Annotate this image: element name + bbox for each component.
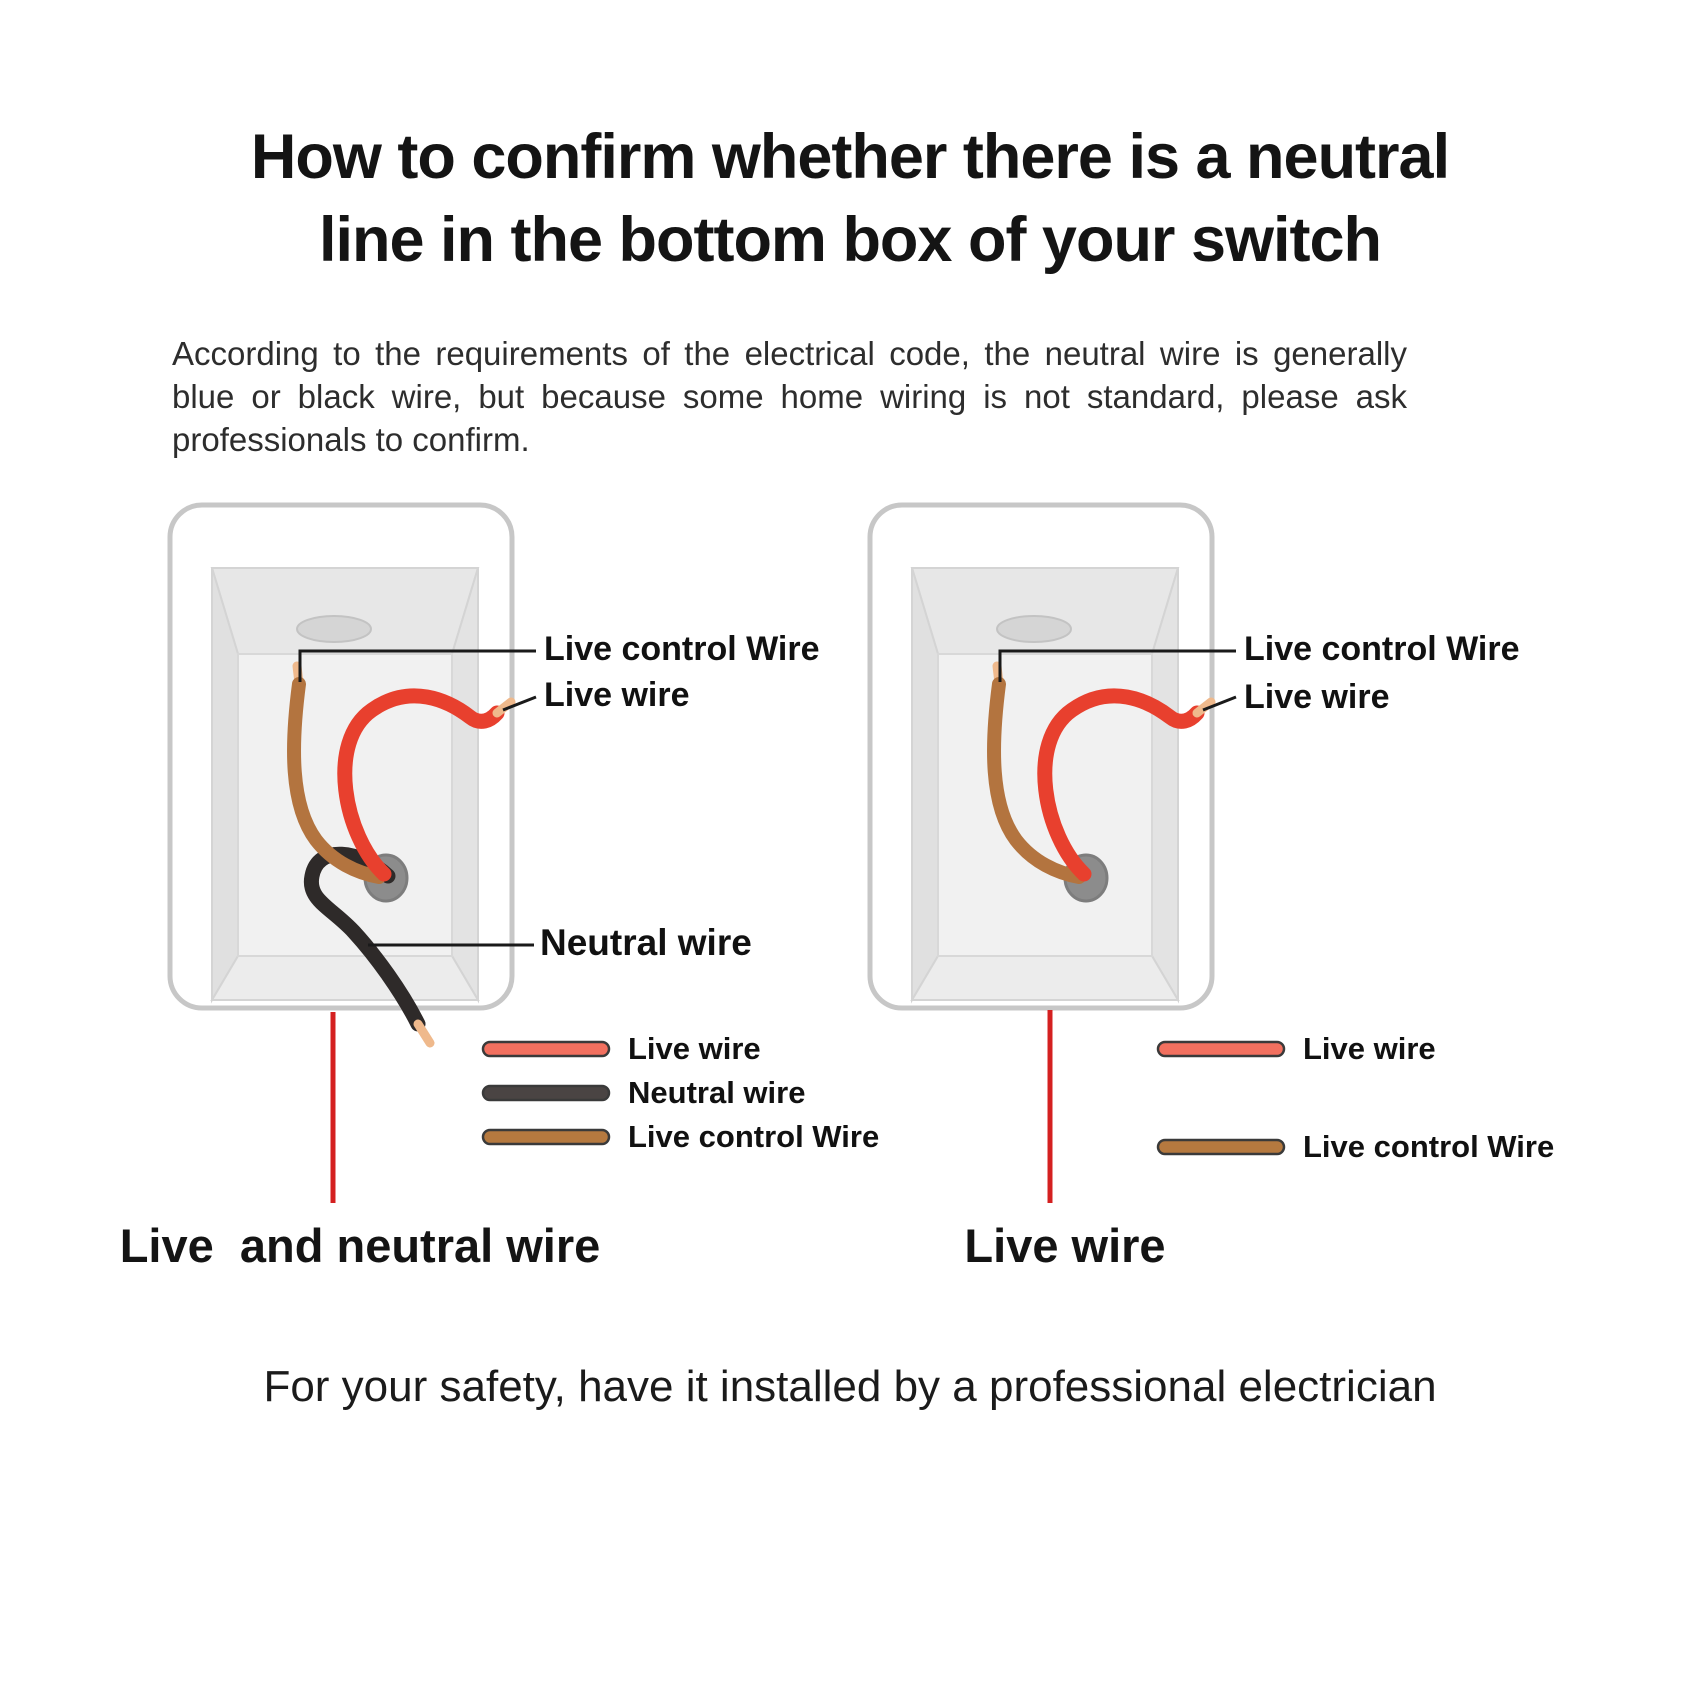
live-control-wire-left: [287, 677, 386, 884]
legend-row-live-right: Live wire: [1155, 1031, 1554, 1066]
legend-row-neutral: Neutral wire: [480, 1075, 879, 1110]
leader-line-live-right: [1202, 695, 1237, 712]
neutral-wire-copper-tip: [413, 1019, 435, 1048]
label-neutral-left: Neutral wire: [540, 922, 752, 963]
legend-right: Live wire Live control Wire: [1155, 1031, 1555, 1164]
safety-footer: For your safety, have it installed by a …: [263, 1362, 1437, 1411]
live-wire-right: [1037, 688, 1205, 882]
control-wire-swatch-bar: [481, 1128, 611, 1146]
neutral-wire-swatch-icon: [481, 1084, 611, 1102]
live-control-wire-right: [987, 677, 1086, 884]
legend-left: Live wire Neutral wire Live control Wire: [480, 1031, 880, 1154]
legend-label-live: Live wire: [628, 1031, 761, 1066]
label-live-right: Live wire: [1244, 678, 1390, 716]
label-live-left: Live wire: [544, 676, 690, 714]
live-wire-copper-tip-right: [1192, 697, 1216, 718]
legend-row-control: Live control Wire: [480, 1119, 880, 1154]
neutral-wire-left: [303, 846, 426, 1032]
live-wire-copper-tip-left: [492, 697, 516, 718]
label-live-control-left: Live control Wire: [544, 630, 820, 668]
legend-label-live-right: Live wire: [1303, 1031, 1436, 1066]
caption-right: Live wire: [964, 1219, 1166, 1272]
legend-row-control-right: Live control Wire: [1155, 1129, 1555, 1164]
label-live-control-right: Live control Wire: [1244, 630, 1520, 668]
intro-paragraph: According to the requirements of the ele…: [172, 335, 1407, 458]
title-line-2: line in the bottom box of your switch: [319, 205, 1382, 276]
control-wire-swatch-bar: [1156, 1138, 1286, 1156]
leader-line-live-left: [502, 695, 537, 712]
leader-line-control-left: [298, 649, 536, 682]
live-wire-left: [337, 688, 505, 882]
legend-label-neutral: Neutral wire: [628, 1075, 806, 1110]
live-wire-swatch-bar: [1156, 1040, 1286, 1058]
legend-label-control-right: Live control Wire: [1303, 1129, 1555, 1164]
legend-row-live: Live wire: [480, 1031, 879, 1066]
control-wire-swatch-icon: [1156, 1138, 1286, 1156]
live-wire-swatch-icon: [481, 1040, 611, 1058]
live-wire-swatch-bar: [481, 1040, 611, 1058]
caption-left: Live and neutral wire: [119, 1219, 601, 1272]
title-line-1: How to confirm whether there is a neutra…: [250, 122, 1450, 192]
neutral-wire-swatch-bar: [481, 1084, 611, 1102]
live-wire-swatch-icon: [1156, 1040, 1286, 1058]
leader-line-control-right: [998, 649, 1236, 682]
page-title: How to confirm whether there is a neutra…: [0, 116, 1700, 282]
legend-label-control: Live control Wire: [628, 1119, 880, 1154]
control-wire-swatch-icon: [481, 1128, 611, 1146]
